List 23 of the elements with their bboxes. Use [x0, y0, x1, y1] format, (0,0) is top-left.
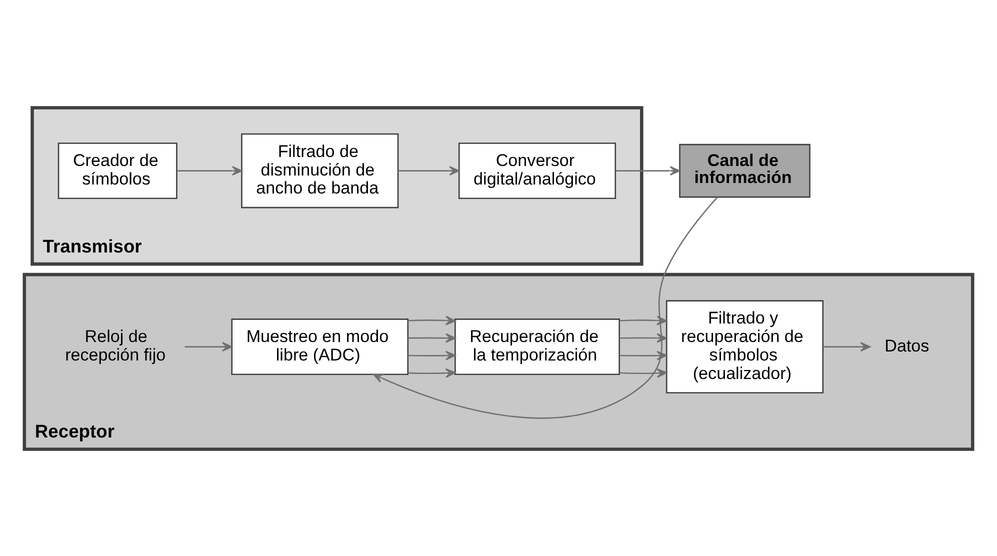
arrow	[620, 350, 668, 360]
node-box: Conversor digital/analógico	[458, 142, 616, 199]
node-box: Filtrado de disminución de ancho de banda	[241, 132, 399, 208]
arrow	[620, 368, 668, 378]
arrow	[408, 332, 456, 342]
arrow	[408, 315, 456, 325]
arrow	[408, 368, 456, 378]
node-box: Creador de símbolos	[58, 142, 178, 199]
arrow	[615, 166, 680, 176]
node-text: Reloj de recepción fijo	[65, 326, 166, 364]
arrow	[184, 342, 232, 352]
node-box: Filtrado y recuperación de símbolos (ecualizador)	[666, 300, 824, 393]
arrow	[408, 350, 456, 360]
node-text: Datos	[884, 336, 930, 355]
arrow	[398, 166, 460, 176]
node-box: Muestreo en modo libre (ADC)	[231, 318, 409, 375]
arrow	[372, 196, 718, 418]
arrow	[177, 166, 242, 176]
arrow	[620, 332, 668, 342]
node-box: Recuperación de la temporización	[454, 318, 620, 375]
node-box: Canal de información	[679, 143, 810, 198]
arrow	[823, 342, 871, 352]
arrow	[620, 315, 668, 325]
